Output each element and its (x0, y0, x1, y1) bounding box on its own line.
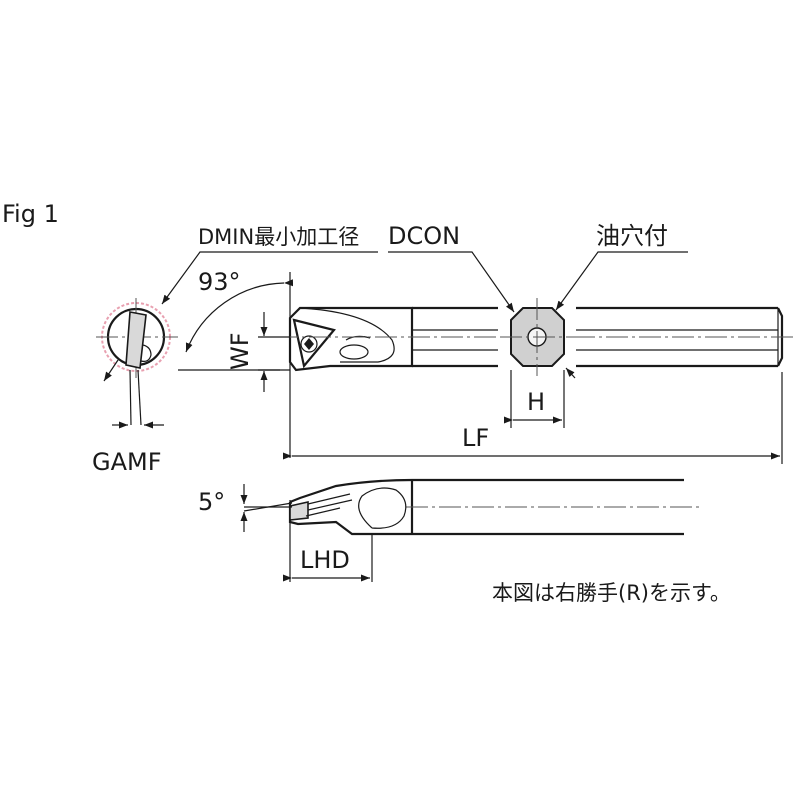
angle-93-label: 93° (198, 268, 241, 296)
end-view (96, 298, 178, 429)
cross-section (500, 298, 576, 428)
h-label: H (527, 388, 545, 416)
wf-label: WF (226, 332, 254, 370)
gamf-label: GAMF (92, 448, 162, 476)
lhd-label: LHD (300, 546, 350, 574)
figure-label: Fig 1 (2, 200, 59, 228)
angle-5-label: 5° (198, 488, 225, 516)
lf-label: LF (462, 424, 489, 452)
hand-note: 本図は右勝手(R)を示す。 (492, 581, 731, 605)
side-view (288, 478, 700, 582)
dmin-label: DMIN最小加工径 (198, 225, 359, 249)
oil-hole-label: 油穴付 (596, 222, 668, 250)
dcon-label: DCON (388, 222, 460, 250)
top-view (276, 272, 796, 458)
